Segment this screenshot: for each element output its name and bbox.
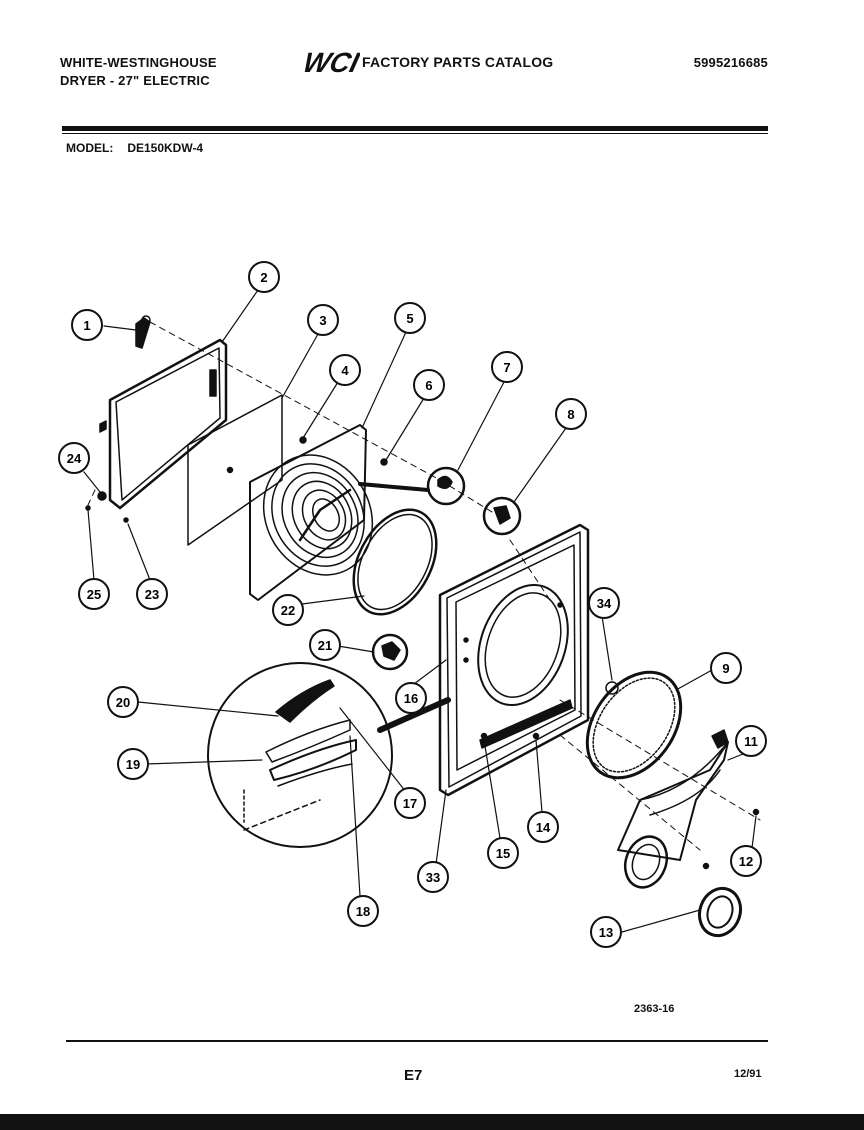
svg-text:8: 8: [567, 407, 574, 422]
part-screw: [123, 517, 129, 523]
catalog-number: 5995216685: [693, 55, 768, 70]
svg-text:1: 1: [83, 318, 90, 333]
date-code: 12/91: [734, 1068, 762, 1080]
part-screw: [702, 862, 710, 870]
callout-13: 13: [590, 916, 622, 948]
model-number: DE150KDW-4: [127, 141, 204, 155]
svg-text:6: 6: [425, 378, 432, 393]
callout-33: 33: [417, 861, 449, 893]
part-screw: [85, 505, 91, 511]
callout-14: 14: [527, 811, 559, 843]
part-screw: [532, 732, 540, 740]
leader-lines: [83, 289, 757, 933]
callout-23: 23: [136, 578, 168, 610]
svg-text:14: 14: [536, 820, 551, 835]
callout-21: 21: [309, 629, 341, 661]
callout-7: 7: [491, 351, 523, 383]
svg-text:25: 25: [87, 587, 101, 602]
part-screw: [380, 458, 388, 466]
callout-19: 19: [117, 748, 149, 780]
part-door-catch: [426, 466, 466, 506]
callout-5: 5: [394, 302, 426, 334]
scan-edge-bar: [0, 1114, 864, 1130]
part-screw: [480, 732, 488, 740]
svg-text:12: 12: [739, 854, 753, 869]
svg-text:21: 21: [318, 638, 332, 653]
model-line: MODEL: DE150KDW-4: [66, 141, 217, 155]
header-rule-thin: [62, 133, 768, 134]
callout-6: 6: [413, 369, 445, 401]
leader-bar: [358, 482, 430, 492]
part-inner-door-panel: [187, 394, 283, 546]
page-code: E7: [404, 1067, 423, 1084]
footer-rule: [66, 1040, 768, 1042]
svg-text:13: 13: [599, 925, 613, 940]
svg-text:23: 23: [145, 587, 159, 602]
part-door-hinge: [135, 315, 151, 349]
callout-34: 34: [588, 587, 620, 619]
part-screw: [752, 808, 760, 816]
alignment-lines: [87, 321, 761, 851]
svg-text:4: 4: [341, 363, 349, 378]
svg-text:19: 19: [126, 757, 140, 772]
callout-22: 22: [272, 594, 304, 626]
svg-text:3: 3: [319, 313, 326, 328]
brand-line-1: WHITE-WESTINGHOUSE: [60, 55, 217, 70]
callouts: 1 2 3 4 5 6 7 8 9 11 12 13 14 15 16 17 1…: [58, 261, 767, 948]
part-lint-duct: [617, 729, 729, 889]
brand-block: WHITE-WESTINGHOUSE DRYER - 27" ELECTRIC: [60, 54, 217, 90]
callout-24: 24: [58, 442, 90, 474]
svg-text:17: 17: [403, 796, 417, 811]
svg-text:11: 11: [744, 734, 758, 749]
callout-1: 1: [71, 309, 103, 341]
svg-text:5: 5: [406, 311, 413, 326]
logo-text: WCI: [300, 47, 360, 76]
svg-text:16: 16: [404, 691, 418, 706]
callout-17: 17: [394, 787, 426, 819]
callout-3: 3: [307, 304, 339, 336]
part-door-strike: [482, 496, 522, 536]
callout-18: 18: [347, 895, 379, 927]
callout-2: 2: [248, 261, 280, 293]
svg-text:22: 22: [281, 603, 295, 618]
callout-20: 20: [107, 686, 139, 718]
svg-text:20: 20: [116, 695, 130, 710]
figure-code: 2363-16: [634, 1003, 675, 1015]
part-front-bearing-ring: [585, 670, 683, 780]
catalog-title: FACTORY PARTS CATALOG: [362, 54, 554, 70]
wci-logo: WCI: [300, 47, 360, 76]
callout-16: 16: [395, 682, 427, 714]
model-label: MODEL:: [66, 141, 114, 155]
part-door-seal: [352, 508, 438, 616]
callout-9: 9: [710, 652, 742, 684]
callout-25: 25: [78, 578, 110, 610]
callout-11: 11: [735, 725, 767, 757]
part-switch: [371, 633, 409, 671]
part-door-liner: [249, 424, 374, 601]
svg-text:15: 15: [496, 846, 510, 861]
svg-text:33: 33: [426, 870, 440, 885]
callout-15: 15: [487, 837, 519, 869]
header-rule-thick: [62, 126, 768, 131]
svg-text:9: 9: [722, 661, 729, 676]
callout-4: 4: [329, 354, 361, 386]
part-front-panel: [438, 523, 590, 797]
svg-text:24: 24: [67, 451, 82, 466]
part-washer: [97, 491, 107, 501]
svg-text:34: 34: [597, 596, 612, 611]
callout-12: 12: [730, 845, 762, 877]
part-outer-door: [99, 338, 228, 510]
brand-line-2: DRYER - 27" ELECTRIC: [60, 73, 210, 88]
part-grommet: [697, 886, 743, 938]
svg-text:2: 2: [260, 270, 267, 285]
svg-text:18: 18: [356, 904, 370, 919]
detail-magnifier: [207, 662, 451, 848]
svg-text:7: 7: [503, 360, 510, 375]
callout-8: 8: [555, 398, 587, 430]
